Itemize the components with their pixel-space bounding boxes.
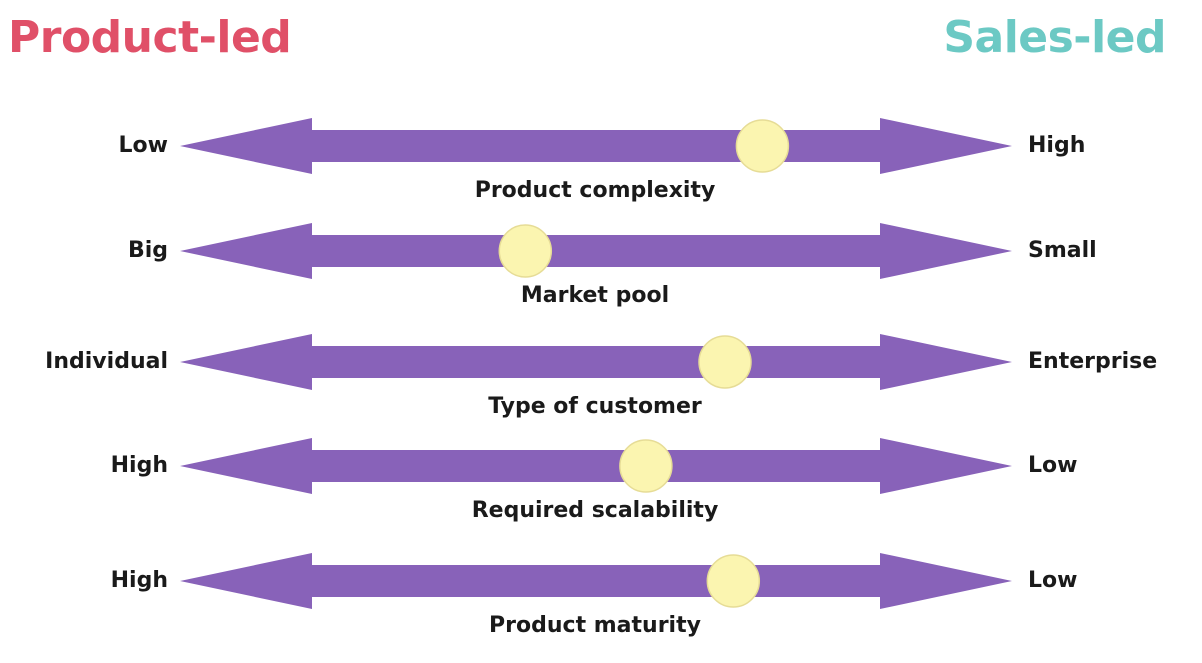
- spectrum-arrow-graphic: [180, 438, 1012, 494]
- position-marker: [498, 224, 553, 278]
- position-marker: [698, 335, 752, 389]
- spectrum-right-label: Low: [1028, 453, 1078, 478]
- position-marker: [706, 554, 761, 608]
- double-arrow-shape: [180, 223, 1012, 279]
- spectrum-factor-label: Market pool: [520, 283, 670, 308]
- spectrum-right-label: Small: [1028, 238, 1097, 263]
- spectrum-left-label: Big: [127, 238, 168, 263]
- position-marker: [735, 119, 790, 173]
- double-arrow-shape: [180, 438, 1012, 494]
- spectrum-arrow-graphic: [180, 334, 1012, 390]
- spectrum-left-label: Individual: [45, 349, 168, 374]
- spectrum-right-label: High: [1028, 133, 1086, 158]
- spectrum-factor-label: Required scalability: [471, 498, 719, 523]
- position-marker: [619, 439, 673, 493]
- spectrum-left-label: Low: [118, 133, 168, 158]
- spectrum-factor-label: Type of customer: [488, 394, 702, 419]
- spectrum-left-label: High: [110, 568, 168, 593]
- double-arrow-shape: [180, 118, 1012, 174]
- spectrum-right-label: Low: [1028, 568, 1078, 593]
- spectrum-factor-label: Product maturity: [489, 613, 701, 638]
- double-arrow-shape: [180, 334, 1012, 390]
- spectrum-factor-label: Product complexity: [474, 178, 716, 203]
- spectrum-left-label: High: [110, 453, 168, 478]
- spectrum-arrow-graphic: [180, 118, 1012, 174]
- spectrum-right-label: Enterprise: [1028, 349, 1158, 374]
- double-arrow-shape: [180, 553, 1012, 609]
- header-sales-led: Sales-led: [943, 12, 1166, 63]
- spectrum-arrow-graphic: [180, 553, 1012, 609]
- spectrum-arrow-graphic: [180, 223, 1012, 279]
- header-product-led: Product-led: [8, 12, 292, 63]
